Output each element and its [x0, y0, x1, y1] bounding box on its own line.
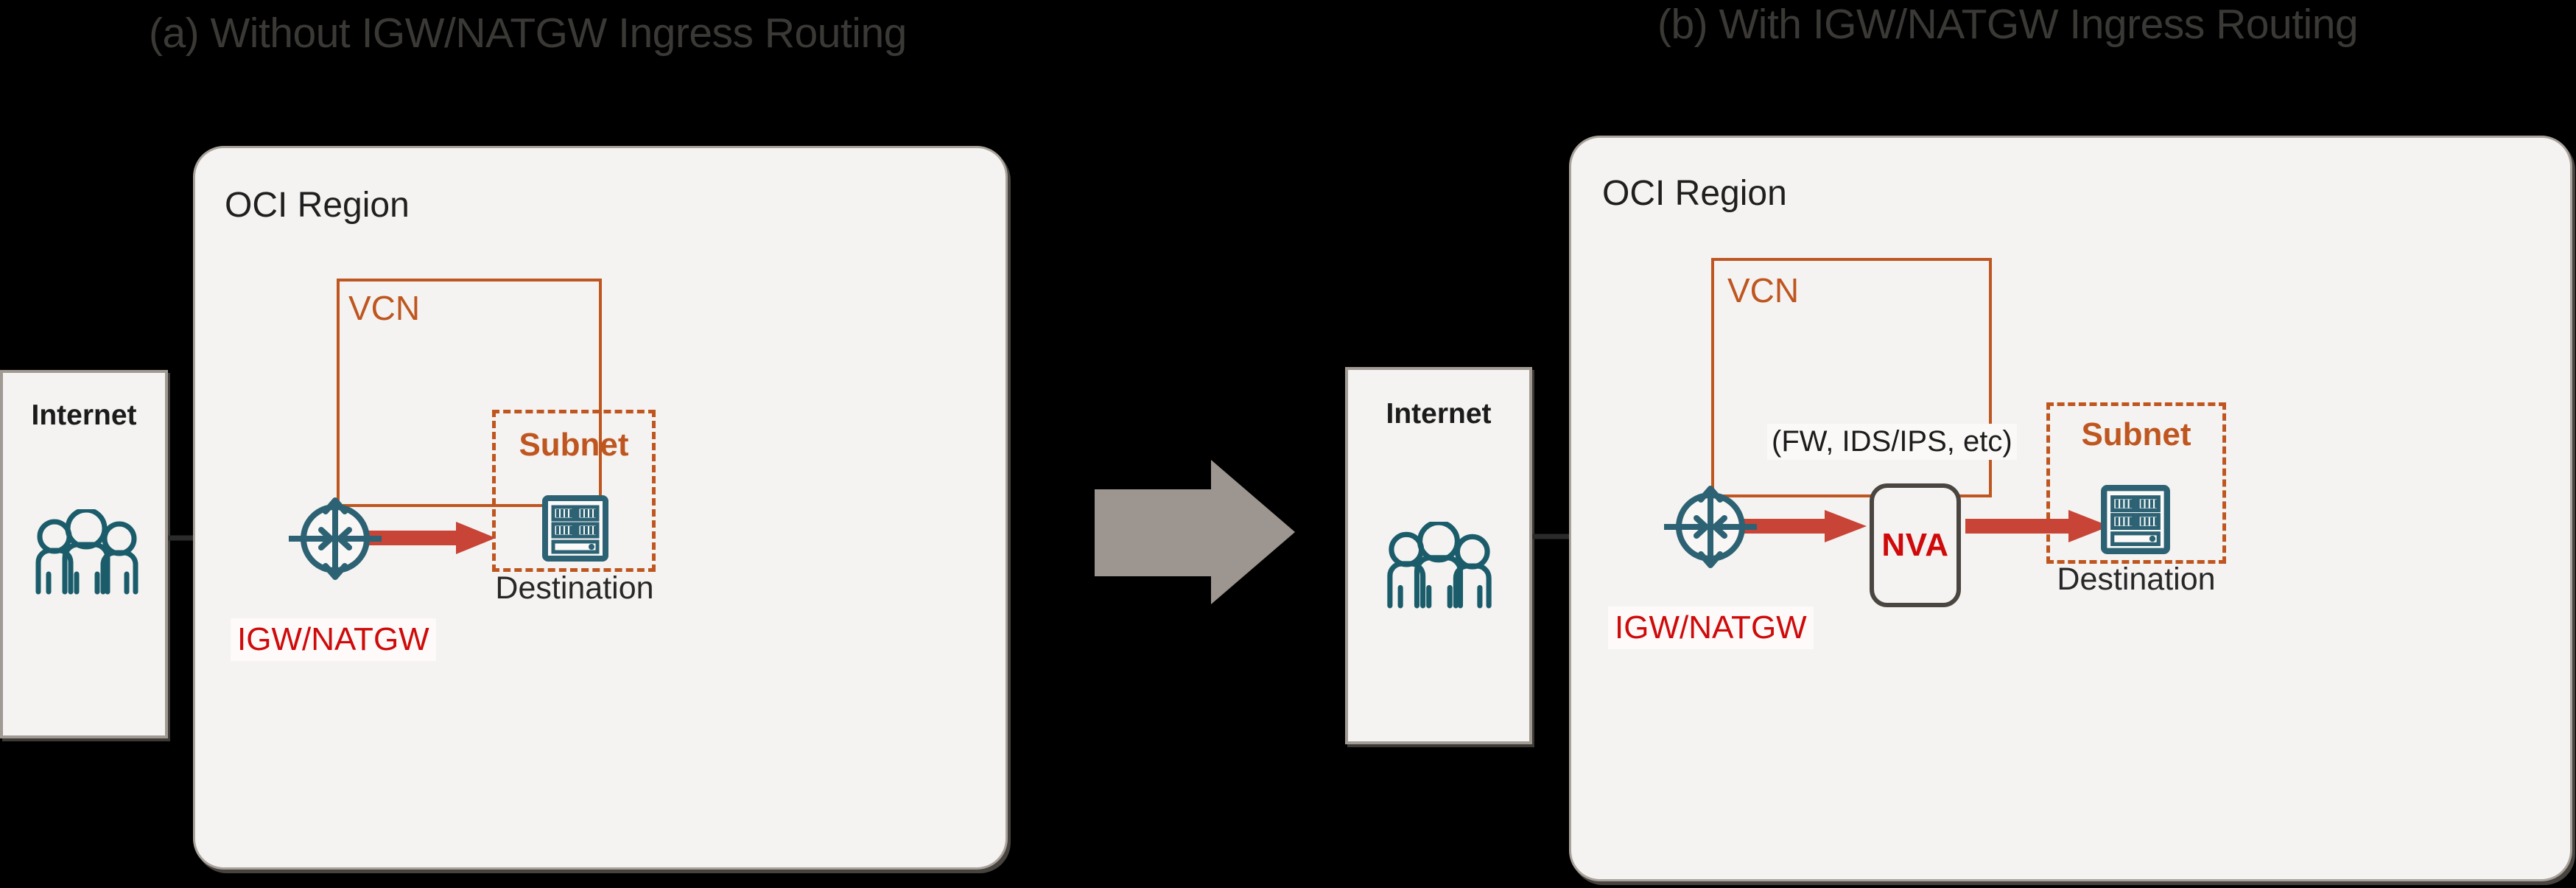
vcn-label-a: VCN — [348, 289, 421, 327]
transition-arrow-icon — [1095, 460, 1295, 611]
server-icon — [541, 494, 609, 566]
subnet-box-b — [2046, 402, 2226, 564]
destination-label-b: Destination — [2057, 562, 2216, 597]
nva-to-destination-arrow — [1965, 508, 2113, 548]
people-icon — [32, 507, 141, 600]
oci-region-card-a: OCI Region VCN Subnet — [193, 146, 1008, 870]
panel-b-title: (b) With IGW/NATGW Ingress Routing — [1657, 1, 2359, 48]
vcn-box-a — [337, 279, 602, 507]
vcn-label-b: VCN — [1727, 271, 1800, 310]
nva-label: NVA — [1881, 527, 1949, 563]
subnet-label-b: Subnet — [2081, 416, 2191, 452]
oci-region-label-b: OCI Region — [1602, 174, 1787, 213]
gateway-icon — [286, 489, 385, 592]
subnet-label-a: Subnet — [519, 427, 629, 463]
nva-box: NVA — [1870, 483, 1961, 607]
subnet-box-a — [492, 410, 656, 572]
nva-caption: (FW, IDS/IPS, etc) — [1767, 424, 2017, 460]
gateway-label-b: IGW/NATGW — [1608, 606, 1814, 649]
oci-region-card-b: OCI Region VCN Subnet — [1569, 136, 2572, 881]
vcn-box-b — [1711, 258, 1992, 497]
gateway-icon — [1661, 478, 1760, 580]
server-icon — [2100, 484, 2171, 559]
destination-label-a: Destination — [495, 570, 654, 606]
internet-box-b: Internet — [1345, 367, 1532, 744]
internet-label-a: Internet — [31, 399, 137, 431]
panel-a-title: (a) Without IGW/NATGW Ingress Routing — [149, 10, 907, 57]
internet-label-b: Internet — [1386, 398, 1492, 430]
oci-region-label-a: OCI Region — [225, 186, 410, 225]
people-icon — [1383, 520, 1495, 614]
gateway-label-a: IGW/NATGW — [231, 618, 436, 661]
internet-box-a: Internet — [0, 370, 168, 738]
gateway-to-destination-arrow-a — [359, 520, 499, 559]
